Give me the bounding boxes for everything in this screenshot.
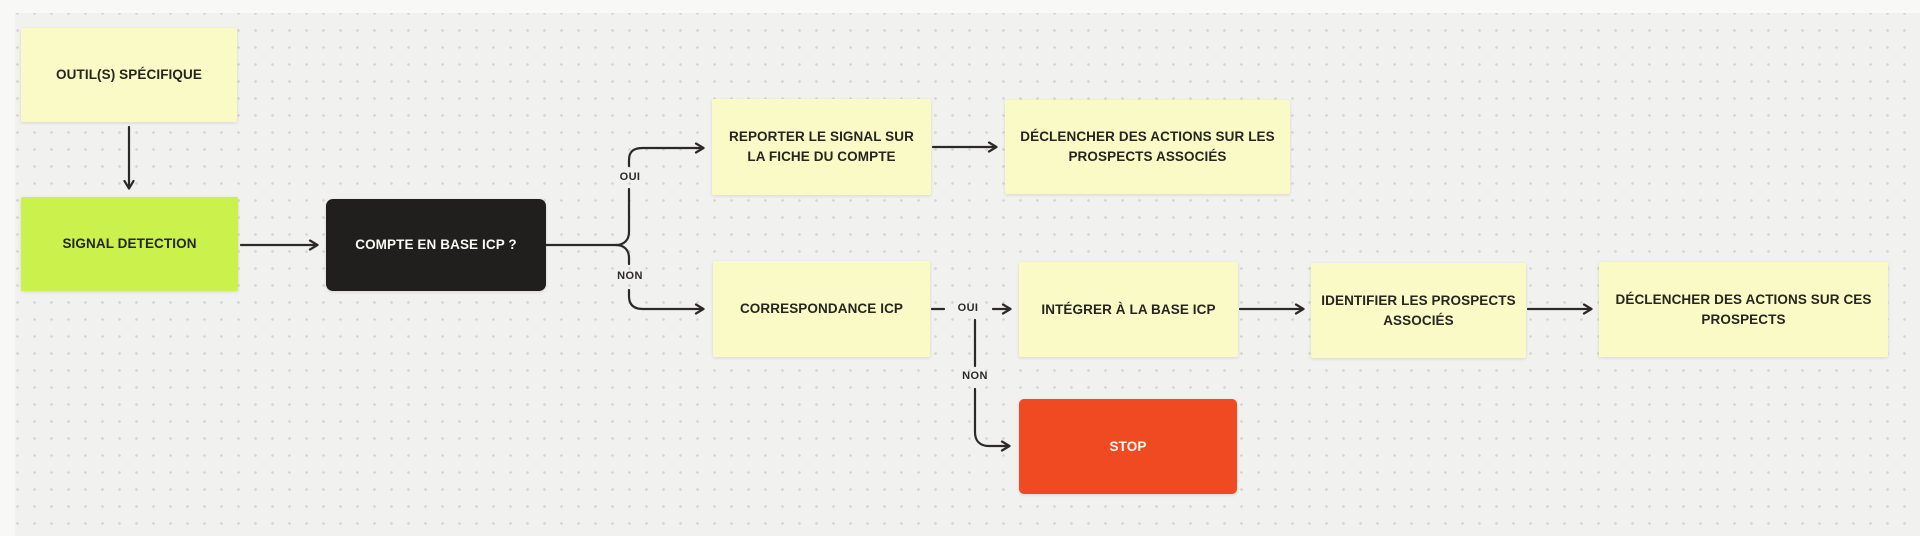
- node-declencher-actions-ces-prospects[interactable]: DÉCLENCHER DES ACTIONS SUR CES PROSPECTS: [1599, 262, 1888, 357]
- node-label: REPORTER LE SIGNAL SUR LA FICHE DU COMPT…: [729, 129, 914, 164]
- node-label: OUTIL(S) SPÉCIFIQUE: [56, 67, 202, 83]
- node-reporter-signal[interactable]: REPORTER LE SIGNAL SUR LA FICHE DU COMPT…: [712, 99, 931, 195]
- node-signal-detection[interactable]: SIGNAL DETECTION: [21, 197, 238, 291]
- edge-label-oui-compte[interactable]: OUI: [619, 171, 641, 183]
- node-compte-en-base-icp[interactable]: COMPTE EN BASE ICP ?: [326, 199, 546, 291]
- node-label: DÉCLENCHER DES ACTIONS SUR LES PROSPECTS…: [1020, 129, 1275, 164]
- edge-label-non-compte[interactable]: NON: [617, 270, 643, 282]
- node-outil-specifique[interactable]: OUTIL(S) SPÉCIFIQUE: [21, 28, 237, 122]
- node-label: IDENTIFIER LES PROSPECTS ASSOCIÉS: [1321, 292, 1516, 328]
- node-label: INTÉGRER À LA BASE ICP: [1041, 301, 1216, 317]
- canvas-edge-left: [0, 0, 15, 536]
- node-correspondance-icp[interactable]: CORRESPONDANCE ICP: [713, 261, 930, 357]
- node-label: SIGNAL DETECTION: [62, 236, 197, 252]
- node-declencher-actions-prospects-associes[interactable]: DÉCLENCHER DES ACTIONS SUR LES PROSPECTS…: [1005, 100, 1290, 194]
- canvas-edge-top: [0, 0, 1920, 13]
- edge-label-non-correspondance[interactable]: NON: [962, 370, 988, 382]
- node-label: DÉCLENCHER DES ACTIONS SUR CES PROSPECTS: [1615, 291, 1872, 327]
- node-label: CORRESPONDANCE ICP: [739, 301, 904, 317]
- node-label: COMPTE EN BASE ICP ?: [355, 237, 517, 253]
- node-integrer-base-icp[interactable]: INTÉGRER À LA BASE ICP: [1019, 262, 1238, 357]
- node-identifier-prospects-associes[interactable]: IDENTIFIER LES PROSPECTS ASSOCIÉS: [1311, 263, 1526, 358]
- node-label: STOP: [1109, 438, 1147, 454]
- node-stop[interactable]: STOP: [1019, 399, 1237, 494]
- edge-label-oui-correspondance[interactable]: OUI: [957, 302, 979, 314]
